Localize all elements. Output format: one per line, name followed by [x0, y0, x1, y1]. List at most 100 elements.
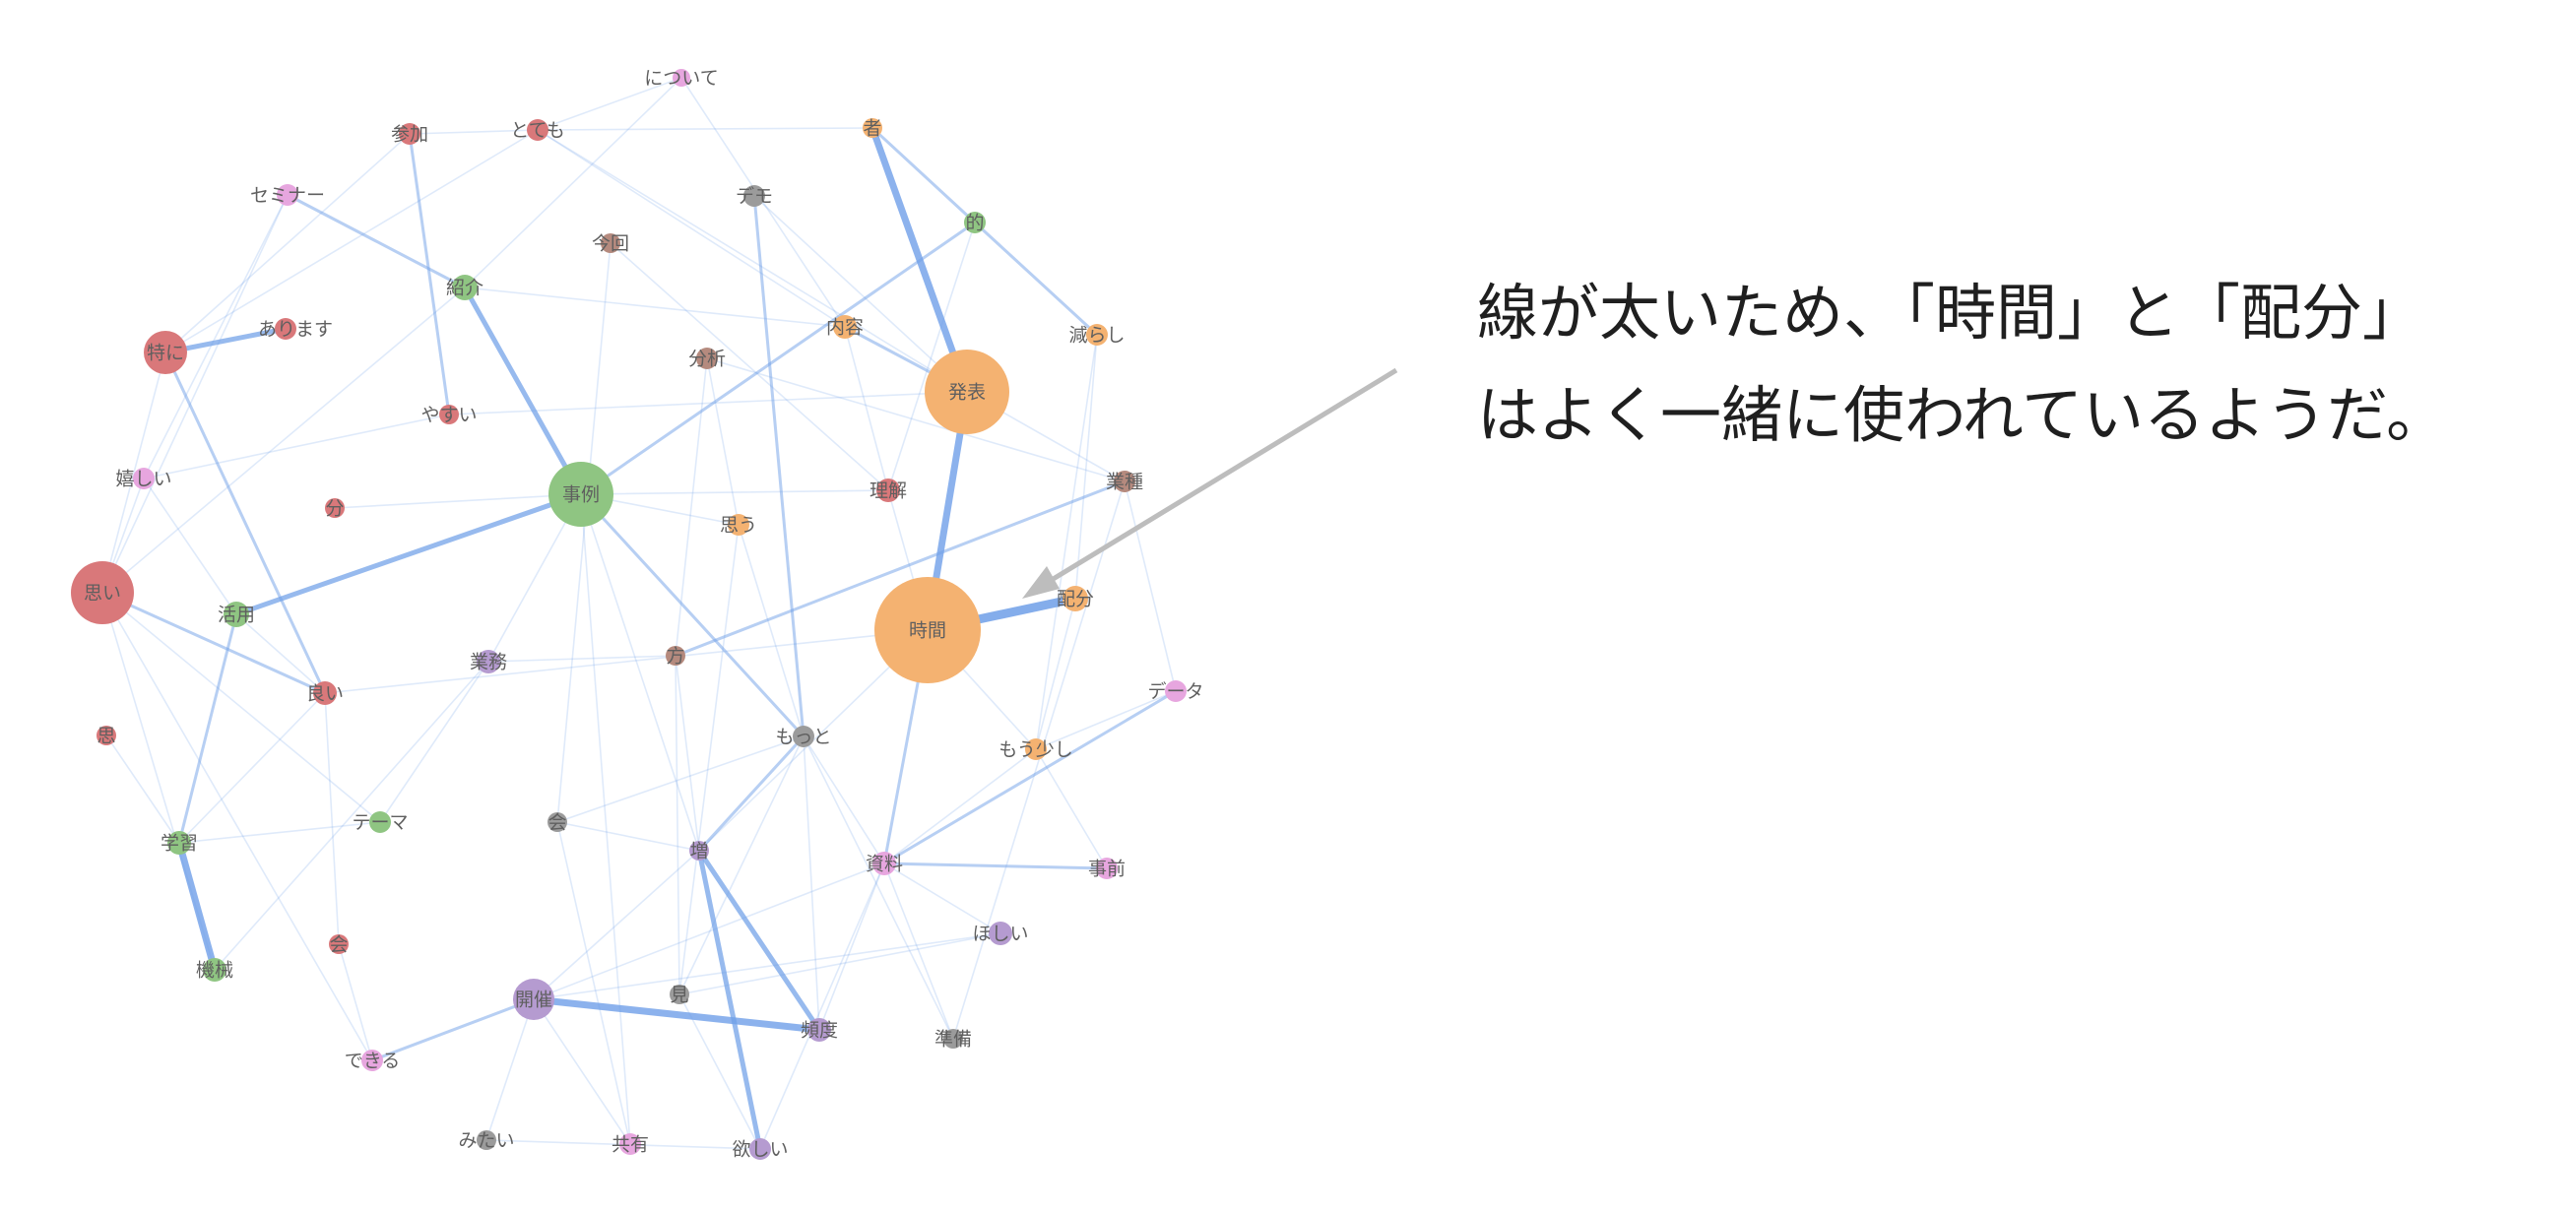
edge [973, 221, 1099, 337]
node-e38387e383a2: デモ [736, 185, 773, 208]
node-circle [1086, 324, 1108, 346]
annotation-arrow-line [1040, 367, 1398, 589]
edge [537, 129, 846, 328]
annotation-arrow-layer [1022, 367, 1398, 599]
node-e58886: 分 [325, 498, 345, 520]
node-e38282e381a3e381a8: もっと [775, 726, 832, 748]
edge [537, 77, 682, 131]
node-label: 準備 [934, 1029, 972, 1051]
edge [100, 591, 327, 695]
node-circle [313, 681, 337, 705]
node-circle [989, 922, 1012, 945]
edge [870, 126, 977, 224]
edge [409, 129, 539, 135]
edge [680, 77, 846, 328]
node-label: 内容 [826, 317, 864, 339]
node-circle [144, 331, 187, 374]
edge [537, 127, 873, 131]
node-e6ba96e58299: 準備 [934, 1029, 972, 1051]
node-circle [513, 979, 554, 1020]
edge [675, 655, 700, 852]
edge [556, 735, 805, 823]
node-e9968be582ac: 開催 [513, 979, 554, 1020]
edge [530, 995, 823, 1034]
edge [464, 77, 682, 288]
node-e5ada6e7bf92: 学習 [161, 831, 198, 855]
annotation-line-1: 線が太いため、「時間」と「配分」 [1477, 277, 2424, 349]
node-e58886e69e90: 分析 [688, 348, 726, 370]
node-label: 思い [84, 583, 121, 605]
node-e4ba8be4be8b: 事例 [548, 462, 613, 527]
node-label: 機械 [196, 960, 233, 982]
edge [580, 493, 631, 1145]
edge [697, 734, 805, 853]
node-e6809de38186: 思う [720, 514, 757, 537]
node-label: 理解 [869, 480, 907, 502]
node-e38284e38199e38184: やすい [420, 405, 477, 426]
node-e6b89be38289e38197: 減らし [1068, 324, 1126, 347]
node-label: 共有 [612, 1134, 649, 1156]
nodes-layer: について参加とても者セミナーデモ的今回紹介あります内容減らし特に分析発表やすい嬉… [71, 68, 1204, 1161]
node-circle [793, 726, 814, 747]
node-label: 資料 [866, 854, 903, 875]
node-circle [399, 123, 420, 145]
node-circle [696, 348, 718, 369]
node-label: 業種 [1106, 472, 1143, 493]
node-e381bbe38197e38184: ほしい [972, 922, 1029, 945]
edge [379, 661, 489, 823]
edge [753, 195, 968, 393]
edge [324, 692, 340, 945]
annotation-arrow-head [1022, 566, 1060, 599]
edge [678, 524, 740, 995]
node-label: 学習 [161, 833, 198, 855]
edge [887, 222, 976, 491]
annotation-line-2: はよく一緒に使われているようだ。 [1477, 379, 2448, 451]
node-e6809d: 思 [97, 726, 116, 747]
node-circle [224, 602, 249, 627]
edge [143, 414, 450, 479]
node-circle [277, 184, 298, 206]
edge [1035, 690, 1177, 750]
edge [105, 734, 180, 844]
edge [1074, 334, 1098, 600]
node-circle [325, 498, 345, 518]
node-circle [925, 350, 1009, 434]
node-e381a8e381a6e38282: とても [510, 119, 565, 142]
edge [163, 351, 327, 695]
node-circle [71, 561, 134, 624]
node-circle [1096, 858, 1118, 879]
node-circle [833, 315, 857, 339]
node-label: みたい [458, 1130, 514, 1152]
node-e88085: 者 [863, 118, 882, 140]
node-circle [743, 185, 765, 207]
node-label: 分 [325, 498, 344, 520]
edge [101, 351, 166, 594]
edge [752, 194, 805, 738]
node-circle [874, 577, 981, 683]
node-e4bc9a2: 会 [329, 934, 349, 956]
node-circle [1165, 680, 1187, 702]
node-e6b4bbe794a8: 活用 [218, 602, 255, 627]
node-e789b9e381ab: 特に [144, 331, 187, 374]
edge [844, 326, 889, 491]
node-circle [361, 1050, 383, 1071]
node-label: 発表 [948, 382, 986, 404]
node-circle [1114, 471, 1135, 492]
node-label: 今回 [592, 233, 629, 255]
node-e799bae8a1a8: 発表 [925, 350, 1009, 434]
node-circle [452, 275, 478, 300]
edge [556, 821, 700, 852]
edge [175, 839, 219, 974]
annotation-text: 線が太いため、「時間」と「配分」 はよく一緒に使われているようだ。 [1477, 262, 2560, 467]
edge [883, 862, 1001, 934]
node-label: 参加 [391, 124, 428, 146]
edge [882, 862, 1109, 870]
node-circle [666, 646, 685, 666]
node-e4bc9a: 会 [547, 812, 567, 834]
node-e58685e5aeb9: 内容 [826, 315, 864, 339]
edge [678, 993, 761, 1150]
node-label: もっと [775, 727, 831, 748]
edge [143, 194, 289, 479]
node-e696b9: 方 [666, 646, 685, 668]
